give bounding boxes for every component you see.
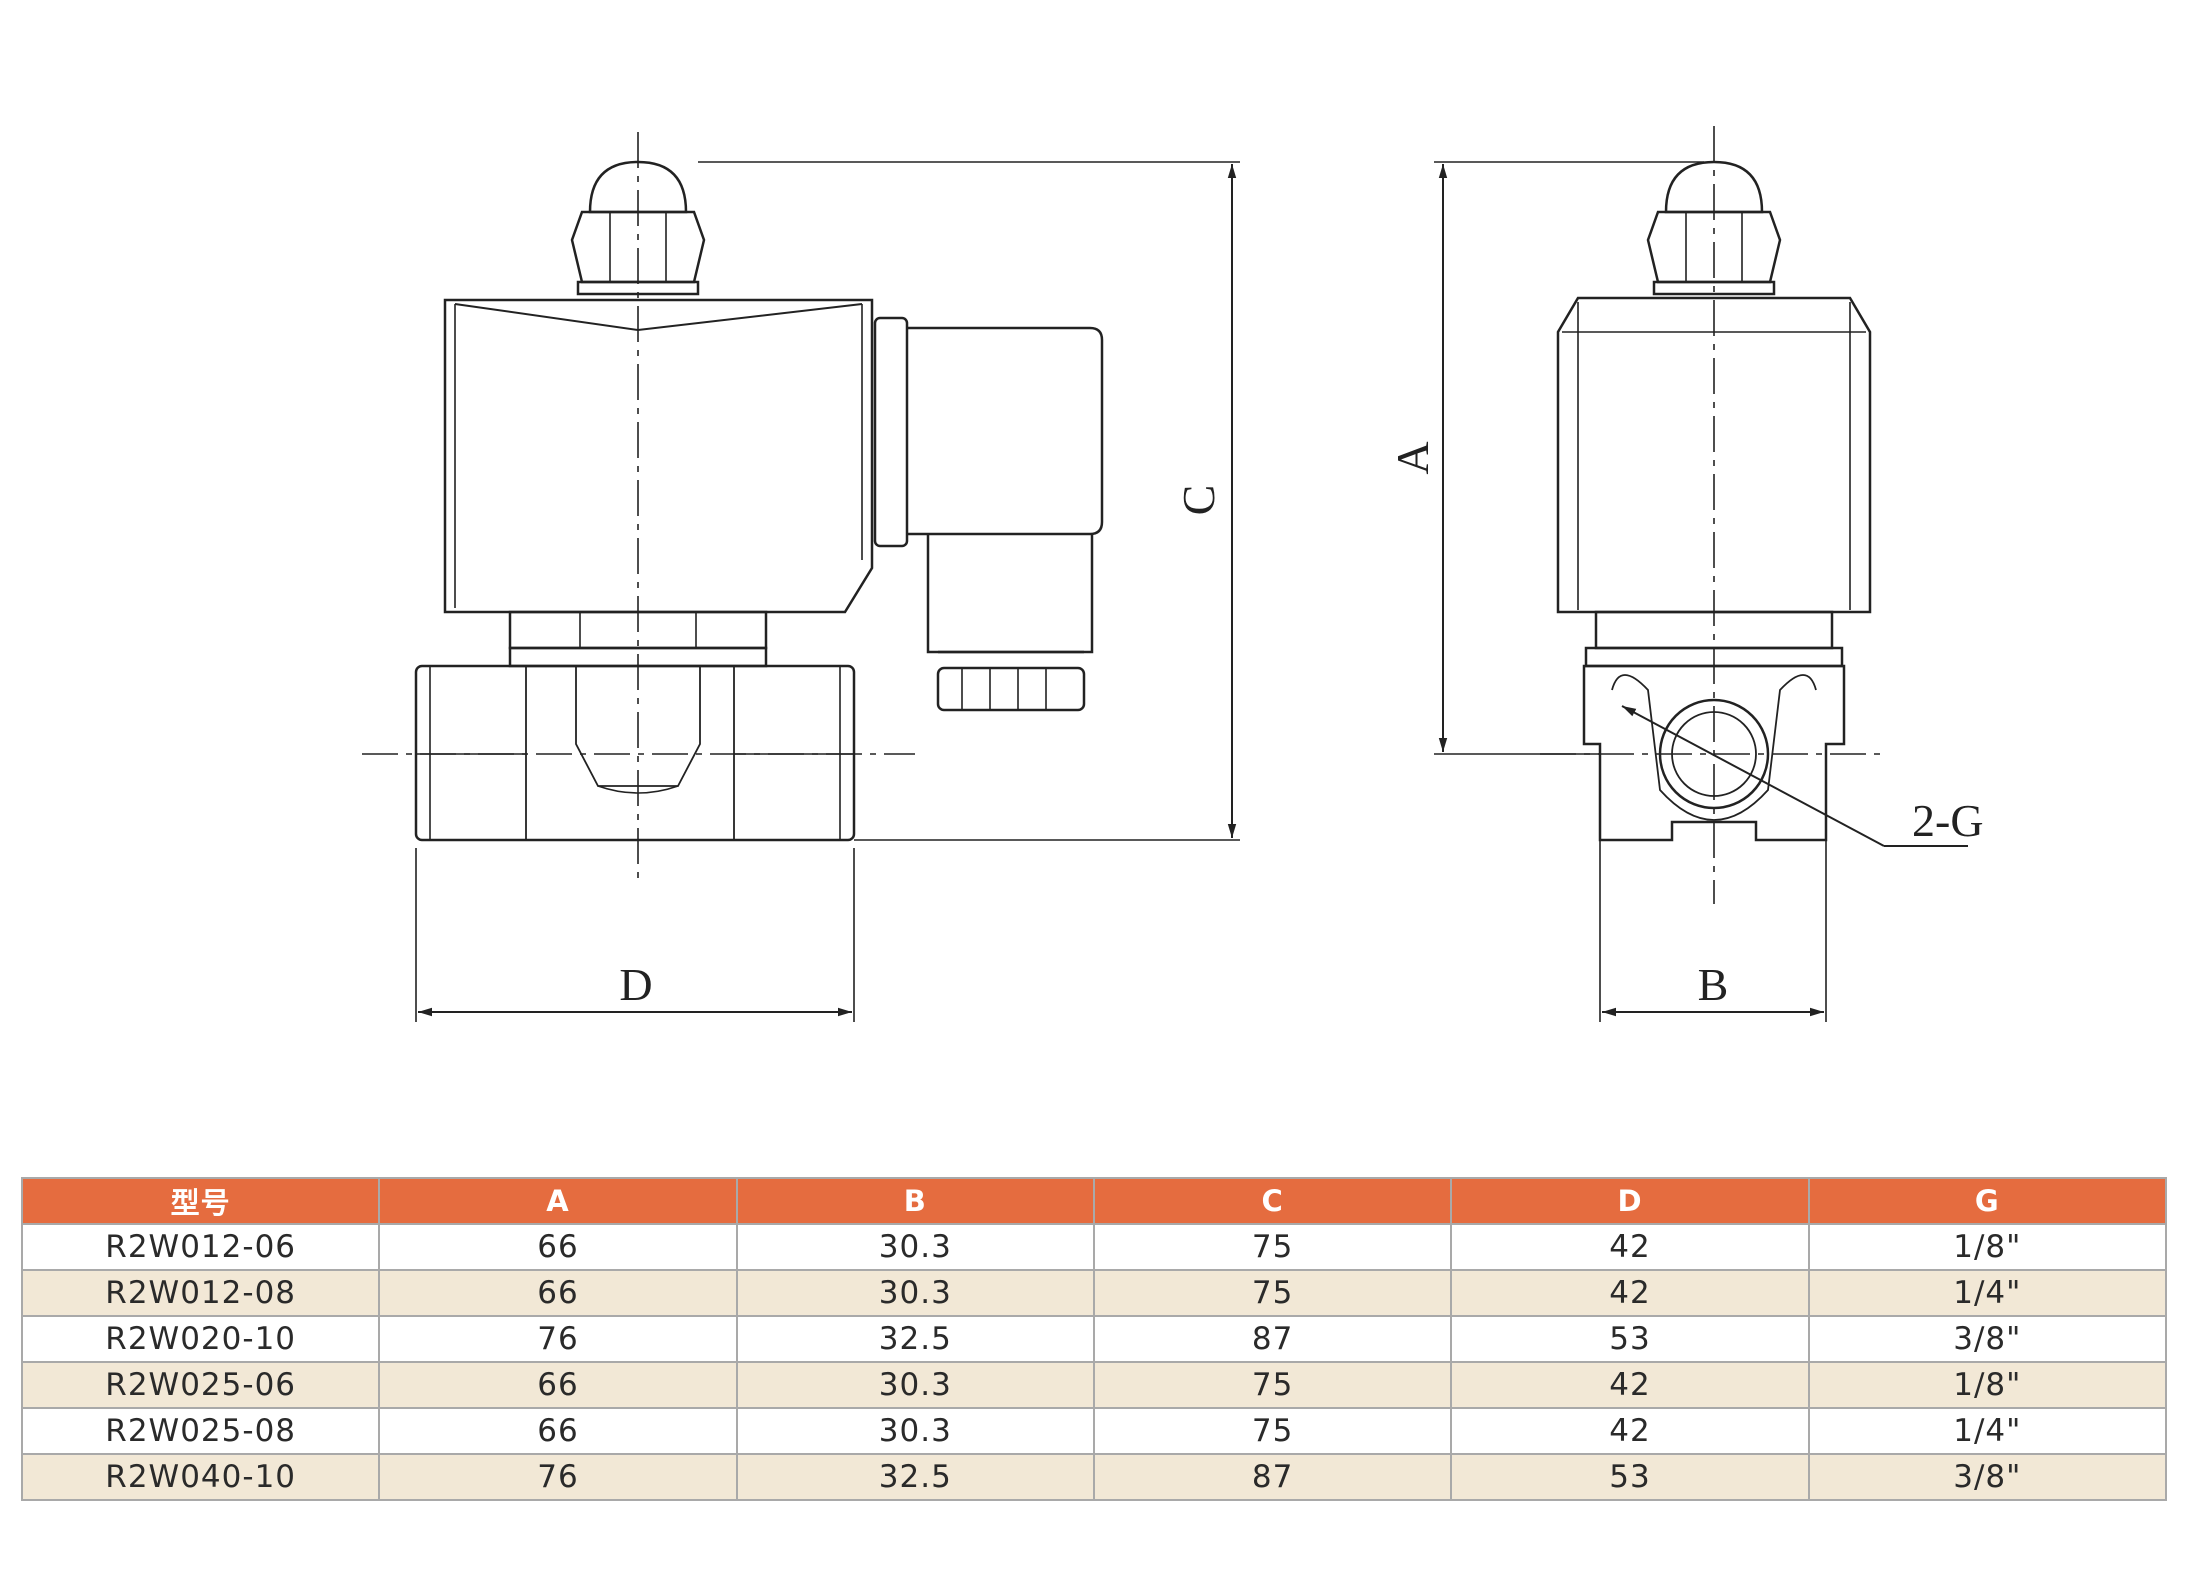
cell-model: R2W012-06 (20, 1223, 381, 1271)
cell-model: R2W040-10 (20, 1453, 381, 1501)
cell-a: 66 (378, 1361, 738, 1409)
side-view (1540, 126, 1888, 904)
cell-g: 1/8" (1807, 1223, 2168, 1271)
front-view (362, 132, 1104, 880)
side-dimensions (1434, 161, 1968, 1022)
cell-c: 75 (1092, 1361, 1453, 1409)
table-row: R2W025-08 66 30.3 75 42 1/4" (20, 1407, 2168, 1455)
header-b: B (735, 1177, 1095, 1225)
cell-g: 3/8" (1807, 1453, 2168, 1501)
cell-g: 1/4" (1807, 1407, 2168, 1455)
dim-label-a: A (1387, 441, 1438, 474)
front-connector-box (873, 316, 909, 548)
header-model: 型号 (20, 1177, 381, 1225)
header-c: C (1092, 1177, 1453, 1225)
front-valve-body (414, 664, 856, 842)
side-cap-dome (1664, 160, 1764, 214)
cell-a: 76 (378, 1453, 738, 1501)
dim-g-leader (1621, 705, 1885, 847)
dim-label-b: B (1698, 959, 1729, 1010)
header-a: A (378, 1177, 738, 1225)
cell-a: 76 (378, 1315, 738, 1363)
cell-b: 30.3 (735, 1361, 1095, 1409)
side-port-inner (1671, 711, 1757, 797)
side-port-outer (1658, 698, 1770, 810)
front-cable-gland (936, 666, 1086, 712)
header-g: G (1807, 1177, 2168, 1225)
table-row: R2W025-06 66 30.3 75 42 1/8" (20, 1361, 2168, 1409)
cell-b: 30.3 (735, 1269, 1095, 1317)
front-connector-housing (907, 326, 1104, 536)
valve-dimension-drawing: C D A B 2-G (362, 126, 1984, 1022)
cell-d: 42 (1450, 1407, 1810, 1455)
cell-c: 87 (1092, 1453, 1453, 1501)
cell-d: 42 (1450, 1223, 1810, 1271)
front-cap-dome (588, 160, 688, 214)
side-coil-body (1556, 296, 1872, 614)
cell-b: 30.3 (735, 1223, 1095, 1271)
cell-model: R2W025-06 (20, 1361, 381, 1409)
cell-c: 75 (1092, 1223, 1453, 1271)
table-header-row: 型号 A B C D G (20, 1177, 2168, 1225)
cell-model: R2W020-10 (20, 1315, 381, 1363)
cell-g: 3/8" (1807, 1315, 2168, 1363)
table-row: R2W040-10 76 32.5 87 53 3/8" (20, 1453, 2168, 1501)
cell-g: 1/8" (1807, 1361, 2168, 1409)
table-row: R2W020-10 76 32.5 87 53 3/8" (20, 1315, 2168, 1363)
front-dimensions (415, 161, 1240, 1022)
dim-label-c: C (1173, 485, 1224, 516)
side-valve-body (1582, 664, 1846, 842)
front-coil-body (443, 298, 874, 614)
cell-a: 66 (378, 1407, 738, 1455)
cell-d: 53 (1450, 1315, 1810, 1363)
cell-b: 30.3 (735, 1407, 1095, 1455)
table-row: R2W012-06 66 30.3 75 42 1/8" (20, 1223, 2168, 1271)
table-row: R2W012-08 66 30.3 75 42 1/4" (20, 1269, 2168, 1317)
dim-label-d: D (619, 959, 652, 1010)
cell-model: R2W025-08 (20, 1407, 381, 1455)
cell-c: 87 (1092, 1315, 1453, 1363)
cell-d: 53 (1450, 1453, 1810, 1501)
spec-table: 型号 A B C D G R2W012-06 66 30.3 75 42 1/8… (20, 1177, 2168, 1501)
header-d: D (1450, 1177, 1810, 1225)
cell-d: 42 (1450, 1361, 1810, 1409)
cell-a: 66 (378, 1269, 738, 1317)
dim-label-g: 2-G (1912, 795, 1984, 846)
cell-c: 75 (1092, 1407, 1453, 1455)
cell-b: 32.5 (735, 1315, 1095, 1363)
cell-d: 42 (1450, 1269, 1810, 1317)
cell-model: R2W012-08 (20, 1269, 381, 1317)
cell-g: 1/4" (1807, 1269, 2168, 1317)
cell-c: 75 (1092, 1269, 1453, 1317)
cell-a: 66 (378, 1223, 738, 1271)
cell-b: 32.5 (735, 1453, 1095, 1501)
